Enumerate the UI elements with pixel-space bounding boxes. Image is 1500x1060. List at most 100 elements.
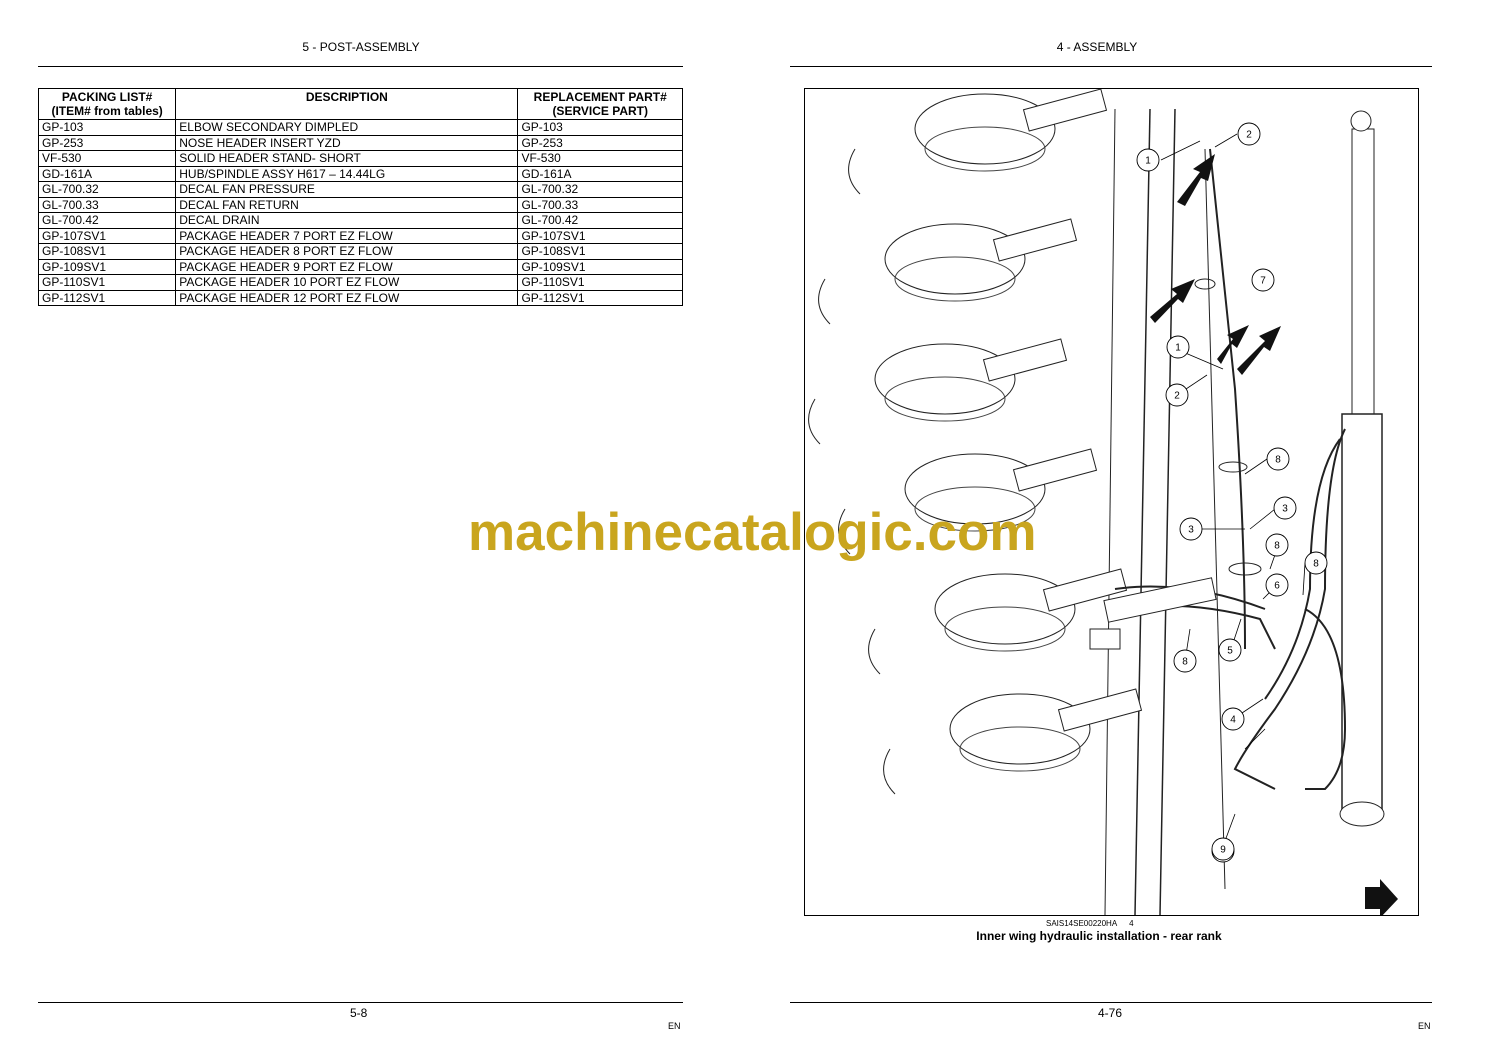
callout-3: 3: [1179, 517, 1203, 541]
description-cell: DECAL FAN PRESSURE: [175, 181, 519, 198]
svg-text:7: 7: [1260, 276, 1266, 287]
callout-9: 9: [1211, 837, 1235, 861]
callout-2: 2: [1165, 383, 1189, 407]
figure-caption: Inner wing hydraulic installation - rear…: [976, 929, 1222, 943]
right-page: 4 - ASSEMBLY 4-76 EN Inner wing hydrauli…: [750, 0, 1500, 1060]
right-page-number: 4-76: [1098, 1006, 1123, 1020]
description-cell: DECAL DRAIN: [175, 212, 519, 229]
figure-reference-number: 4: [1129, 919, 1134, 928]
description-cell: ELBOW SECONDARY DIMPLED: [175, 119, 519, 136]
svg-text:6: 6: [1274, 581, 1280, 592]
svg-text:8: 8: [1275, 455, 1281, 466]
callout-2: 2: [1237, 122, 1261, 146]
left-page-header: 5 - POST-ASSEMBLY: [302, 40, 420, 54]
callout-8: 8: [1265, 533, 1289, 557]
callout-3: 3: [1273, 496, 1297, 520]
packing-list-cell: GP-107SV1: [37, 227, 177, 244]
svg-text:8: 8: [1182, 657, 1188, 668]
packing-list-cell: GP-103: [37, 119, 177, 136]
callout-1: 1: [1136, 148, 1160, 172]
replacement-part-cell: GP-110SV1: [517, 274, 683, 291]
replacement-part-cell: GD-161A: [517, 165, 683, 182]
svg-text:5: 5: [1227, 646, 1233, 657]
table-header-row: PACKING LIST# (ITEM# from tables) DESCRI…: [37, 88, 683, 120]
footer-rule: [790, 1002, 1432, 1003]
callout-8: 8: [1304, 551, 1328, 575]
svg-text:3: 3: [1188, 525, 1194, 536]
row-unit: [848, 89, 1108, 195]
technical-drawing: 1212334567888899: [808, 89, 1398, 915]
packing-list-cell: GP-109SV1: [37, 258, 177, 275]
description-cell: PACKAGE HEADER 12 PORT EZ FLOW: [175, 289, 519, 306]
row-unit: [883, 688, 1143, 795]
description-cell: DECAL FAN RETURN: [175, 196, 519, 213]
callout-8: 8: [1173, 649, 1197, 673]
right-page-language: EN: [1418, 1021, 1431, 1031]
replacement-part-cell: VF-530: [517, 150, 683, 167]
right-page-header: 4 - ASSEMBLY: [1056, 40, 1138, 54]
description-cell: PACKAGE HEADER 7 PORT EZ FLOW: [175, 227, 519, 244]
column-header-packing-list: PACKING LIST# (ITEM# from tables): [37, 88, 177, 120]
left-page-language: EN: [668, 1021, 681, 1031]
packing-list-cell: GP-112SV1: [37, 289, 177, 306]
callout-1: 1: [1166, 335, 1190, 359]
replacement-part-cell: GP-253: [517, 134, 683, 151]
svg-text:3: 3: [1282, 504, 1288, 515]
column-header-description: DESCRIPTION: [175, 88, 519, 120]
callout-6: 6: [1265, 573, 1289, 597]
packing-list-cell: GL-700.33: [37, 196, 177, 213]
svg-text:8: 8: [1274, 541, 1280, 552]
callout-7: 7: [1251, 268, 1275, 292]
svg-text:9: 9: [1220, 845, 1226, 856]
svg-text:2: 2: [1246, 130, 1252, 141]
replacement-part-cell: GL-700.33: [517, 196, 683, 213]
replacement-part-cell: GL-700.42: [517, 212, 683, 229]
packing-list-cell: GP-253: [37, 134, 177, 151]
svg-text:1: 1: [1175, 343, 1181, 354]
replacement-part-cell: GP-108SV1: [517, 243, 683, 260]
replacement-part-cell: GP-107SV1: [517, 227, 683, 244]
description-cell: PACKAGE HEADER 10 PORT EZ FLOW: [175, 274, 519, 291]
description-cell: HUB/SPINDLE ASSY H617 – 14.44LG: [175, 165, 519, 182]
header-rule: [38, 66, 683, 67]
packing-list-cell: GL-700.32: [37, 181, 177, 198]
packing-list-cell: VF-530: [37, 150, 177, 167]
packing-list-cell: GL-700.42: [37, 212, 177, 229]
parts-table: PACKING LIST# (ITEM# from tables) DESCRI…: [37, 88, 683, 306]
footer-rule: [38, 1002, 683, 1003]
row-unit: [838, 448, 1098, 555]
row-unit: [818, 218, 1078, 325]
row-unit: [868, 568, 1128, 675]
svg-text:8: 8: [1313, 559, 1319, 570]
row-unit: [808, 338, 1068, 445]
callout-8: 8: [1266, 447, 1290, 471]
packing-list-cell: GD-161A: [37, 165, 177, 182]
description-cell: PACKAGE HEADER 8 PORT EZ FLOW: [175, 243, 519, 260]
callout-5: 5: [1218, 638, 1242, 662]
left-page: 5 - POST-ASSEMBLY PACKING LIST# (ITEM# f…: [37, 40, 683, 1031]
replacement-part-cell: GP-103: [517, 119, 683, 136]
watermark: machinecatalogic.com: [468, 503, 1037, 562]
svg-text:1: 1: [1145, 156, 1151, 167]
header-rule: [790, 66, 1432, 67]
hydraulic-installation-figure: 1212334567888899: [804, 88, 1419, 916]
replacement-part-cell: GP-112SV1: [517, 289, 683, 306]
description-cell: NOSE HEADER INSERT YZD: [175, 134, 519, 151]
packing-list-cell: GP-110SV1: [37, 274, 177, 291]
description-cell: PACKAGE HEADER 9 PORT EZ FLOW: [175, 258, 519, 275]
description-cell: SOLID HEADER STAND- SHORT: [175, 150, 519, 167]
